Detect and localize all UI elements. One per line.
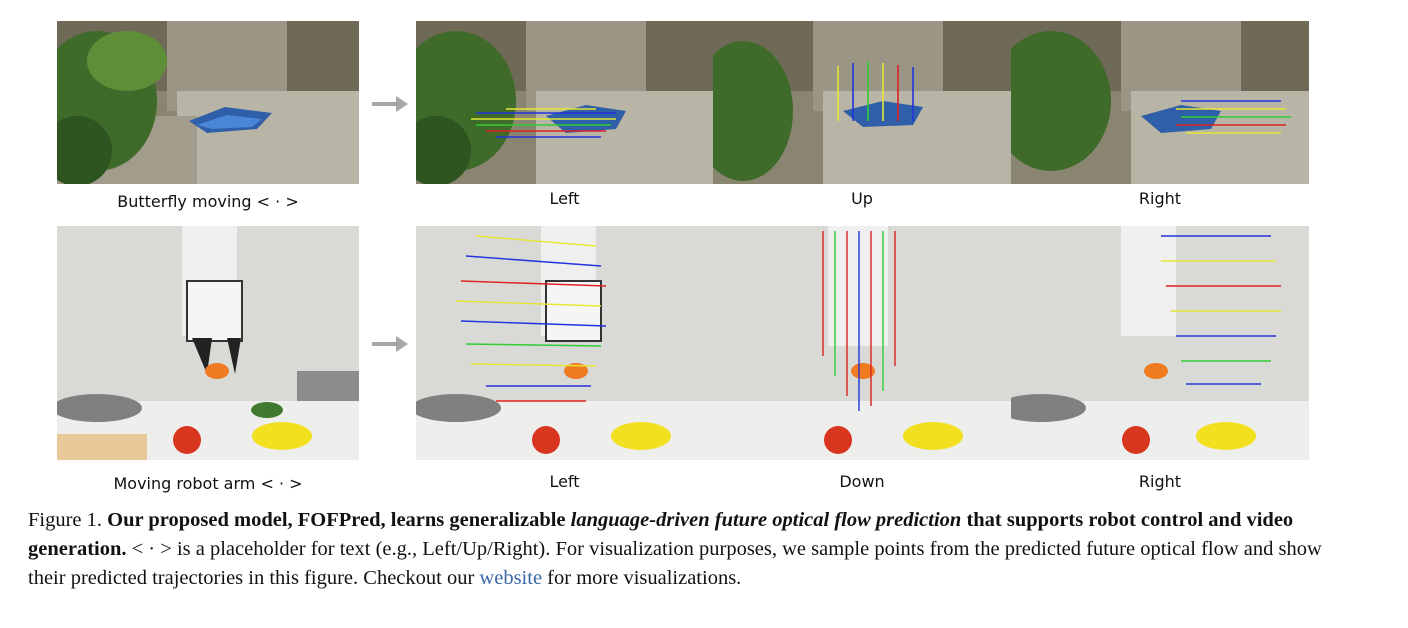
butterfly-input-label: Butterfly moving < · > (117, 192, 299, 211)
butterfly-up-label: Up (851, 189, 873, 208)
butterfly-input-image (57, 21, 359, 184)
butterfly-left-label: Left (549, 189, 580, 208)
butterfly-right-flow-image (1011, 21, 1309, 184)
right-arrow-icon (372, 336, 408, 352)
robot-right-flow-image (1011, 226, 1309, 460)
website-link[interactable]: website (479, 567, 543, 589)
robot-down-label: Down (839, 472, 885, 491)
robot-input-image (57, 226, 359, 460)
caption-italic-bold: language-driven future optical flow pred… (570, 509, 962, 531)
robot-down-flow-image (713, 226, 1011, 460)
figure-number: Figure 1. (28, 509, 103, 531)
butterfly-up-flow-image (713, 21, 1011, 184)
right-arrow-icon (372, 96, 408, 112)
robot-left-label: Left (549, 472, 580, 491)
butterfly-right-label: Right (1138, 189, 1182, 208)
figure-caption: Figure 1. Our proposed model, FOFPred, l… (28, 506, 1358, 593)
robot-right-label: Right (1138, 472, 1182, 491)
caption-bold-1: Our proposed model, FOFPred, learns gene… (107, 509, 566, 531)
caption-body: < · > is a placeholder for text (e.g., L… (28, 538, 1322, 589)
robot-input-label: Moving robot arm < · > (113, 474, 303, 493)
caption-tail: for more visualizations. (547, 567, 742, 589)
caption-bold-2: that supports robot control and video ge… (28, 509, 1294, 560)
robot-left-flow-image (416, 226, 713, 460)
butterfly-left-flow-image (416, 21, 713, 184)
